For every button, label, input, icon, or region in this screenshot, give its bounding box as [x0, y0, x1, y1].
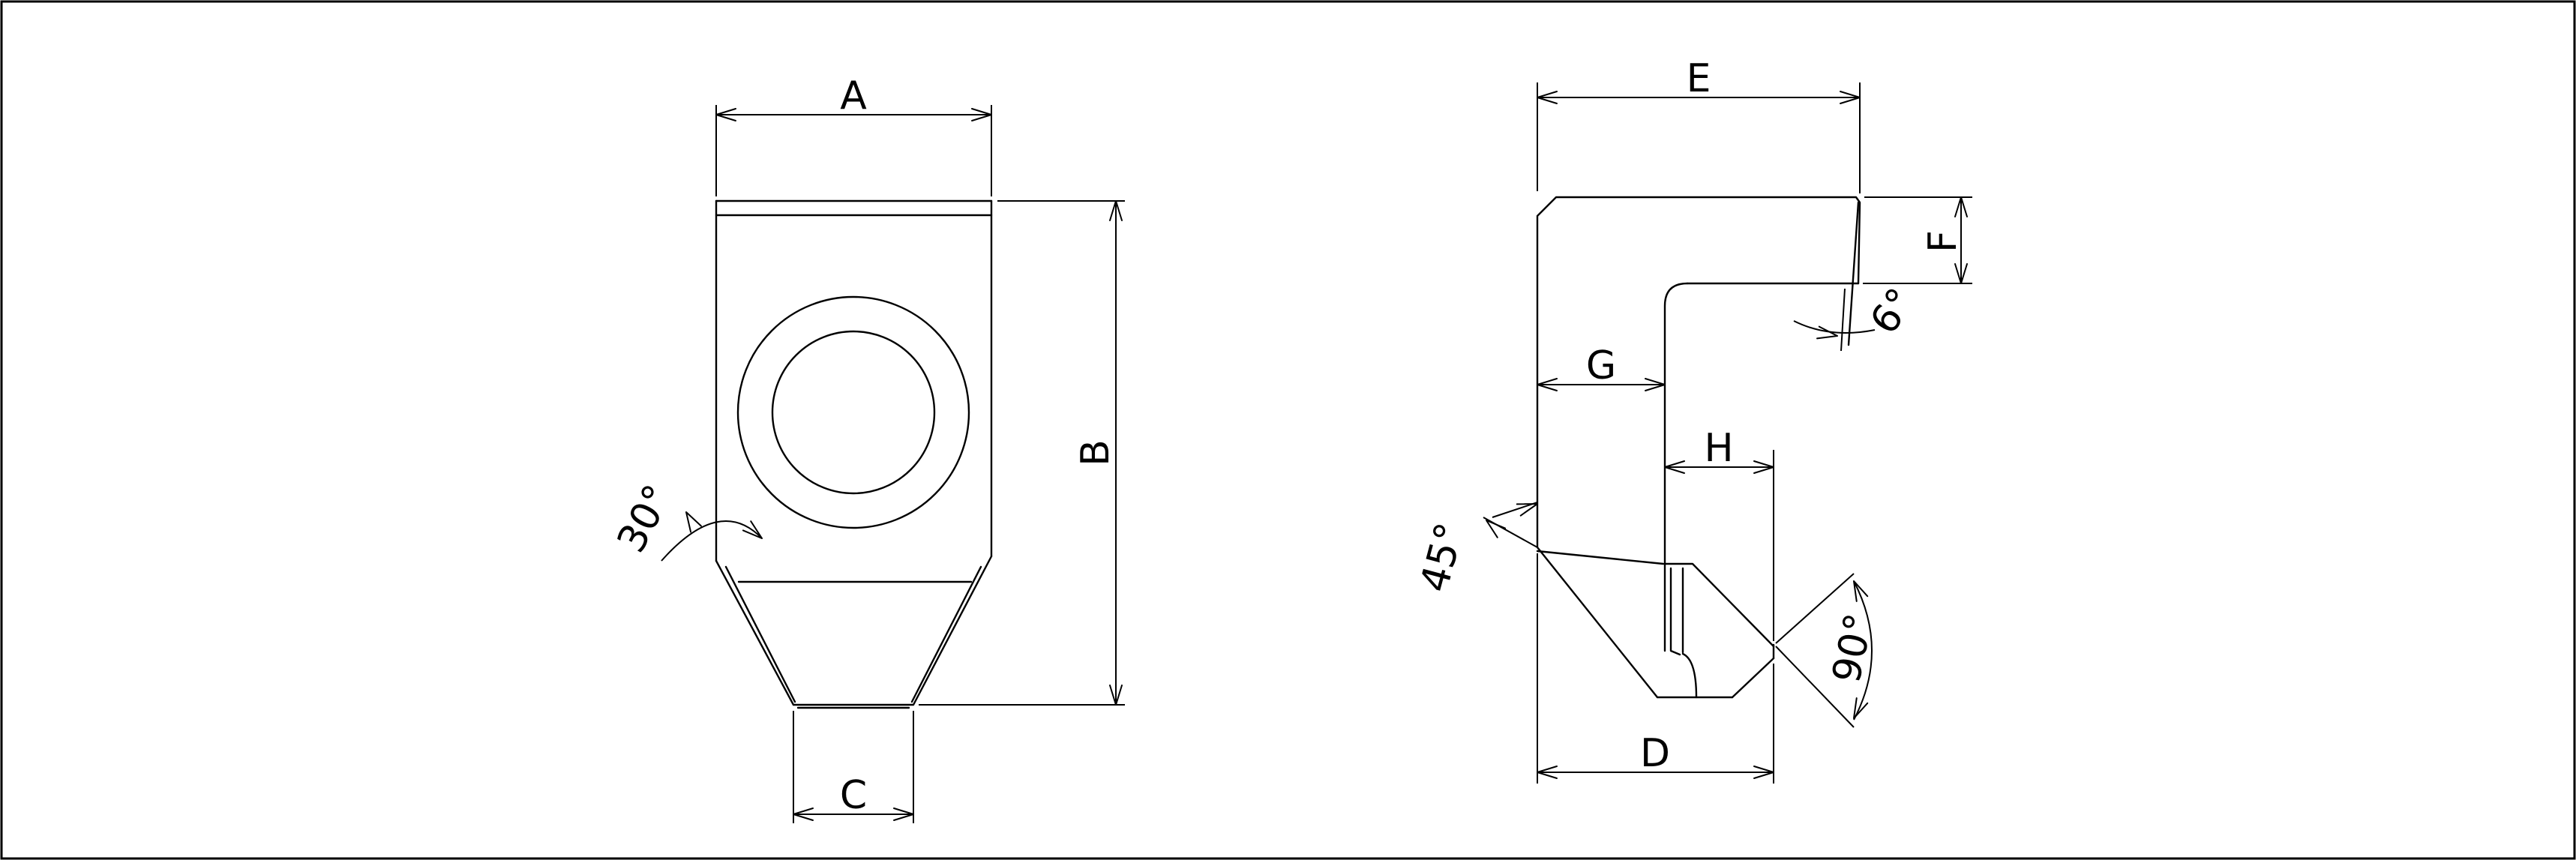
dimension-h: H	[1664, 426, 1774, 641]
dimension-d-label: D	[1640, 731, 1670, 776]
front-view: A B C 30°	[609, 73, 1125, 823]
angle-30: 30°	[609, 478, 767, 562]
dimension-c-label: C	[840, 773, 867, 818]
dimension-h-label: H	[1704, 426, 1733, 471]
hole-circle	[771, 330, 936, 495]
angle-6: 6°	[1793, 280, 1924, 352]
side-view-body	[1536, 196, 1861, 699]
dimension-f: F	[1863, 196, 1972, 284]
dimension-g: G	[1537, 343, 1666, 391]
dimension-e-label: E	[1687, 56, 1711, 101]
counterbore-circle	[736, 295, 970, 529]
dimension-d: D	[1537, 553, 1774, 784]
angle-90-label: 90°	[1824, 610, 1882, 687]
angle-6-label: 6°	[1862, 280, 1924, 343]
front-view-body	[715, 199, 993, 709]
dimension-f-label: F	[1921, 230, 1966, 253]
dimension-b: B	[919, 200, 1125, 706]
angle-30-label: 30°	[609, 478, 681, 560]
dimension-a-label: A	[840, 73, 867, 118]
dimension-g-label: G	[1586, 343, 1616, 388]
dimension-a: A	[715, 73, 992, 196]
angle-90: 90°	[1775, 573, 1882, 728]
dimension-e: E	[1537, 56, 1861, 193]
angle-45: 45°	[1412, 497, 1540, 597]
dimension-b-label: B	[1073, 439, 1118, 466]
dimension-c: C	[793, 711, 914, 823]
side-view: E F 6° G	[1412, 56, 1972, 784]
angle-45-label: 45°	[1412, 518, 1474, 597]
